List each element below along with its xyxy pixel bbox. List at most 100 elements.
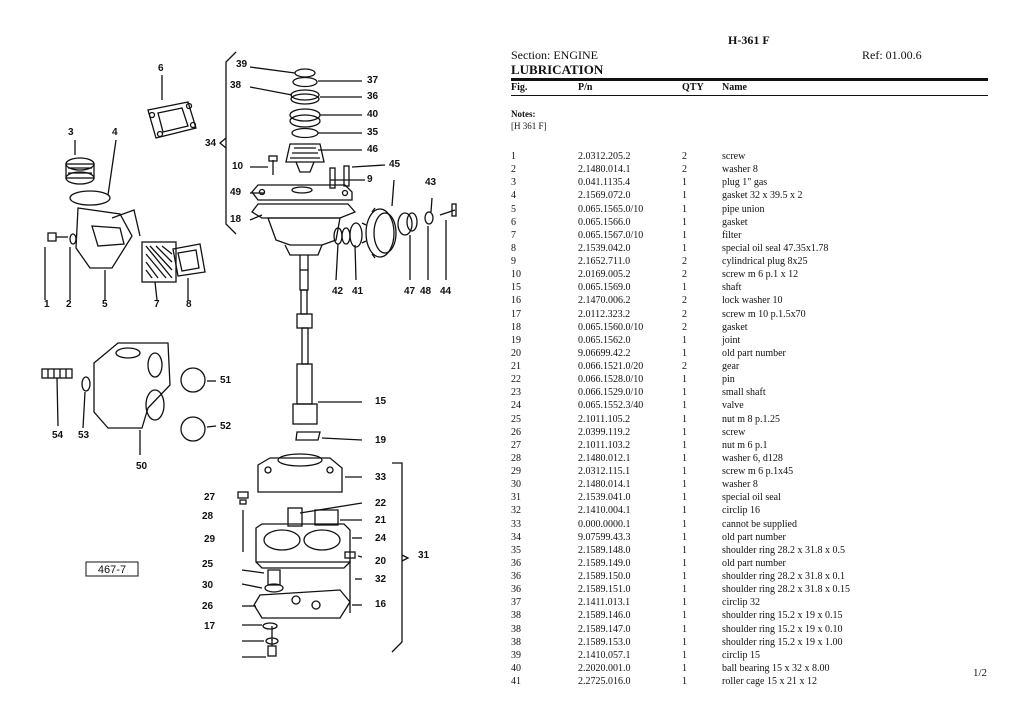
part-fig: 30 xyxy=(511,479,521,491)
part-name: old part number xyxy=(722,557,786,569)
part-fig: 34 xyxy=(511,531,521,543)
part-qty: 1 xyxy=(682,531,687,543)
part-fig: 25 xyxy=(511,413,521,425)
part-name: shoulder ring 28.2 x 31.8 x 0.1 xyxy=(722,571,846,582)
part-callout-label: 27 xyxy=(204,492,216,503)
part-fig: 27 xyxy=(511,439,521,451)
part-callout-label: 35 xyxy=(367,127,379,138)
part-callout-label: 51 xyxy=(220,375,232,386)
part-fig: 38 xyxy=(511,610,521,622)
part-qty: 2 xyxy=(682,256,687,267)
part-qty: 1 xyxy=(682,623,687,635)
part-name: gasket xyxy=(722,321,748,333)
part-name: special oil seal 47.35x1.78 xyxy=(722,242,829,254)
part-fig: 20 xyxy=(511,347,521,359)
part-fig: 10 xyxy=(511,269,521,281)
part-fig: 7 xyxy=(511,229,516,241)
part-qty: 1 xyxy=(682,505,687,517)
part-callout-label: 34 xyxy=(205,138,217,149)
part-callout-label: 6 xyxy=(158,63,164,74)
part-name: washer 6, d128 xyxy=(722,452,783,464)
part-callout-label: 31 xyxy=(418,550,430,561)
part-callout-label: 38 xyxy=(230,80,242,91)
part-qty: 2 xyxy=(682,151,687,162)
part-callout-label: 47 xyxy=(404,286,416,297)
part-number: 2.1411.013.1 xyxy=(578,597,631,609)
part-callout-label: 36 xyxy=(367,91,379,102)
part-name: screw m 6 p.1x45 xyxy=(722,466,794,477)
column-header-qty: QTY xyxy=(682,82,704,93)
part-qty: 1 xyxy=(682,479,687,491)
part-fig: 33 xyxy=(511,518,521,530)
part-qty: 2 xyxy=(682,308,687,320)
part-fig: 4 xyxy=(511,190,516,202)
part-qty: 2 xyxy=(682,361,687,372)
part-number: 2.1539.041.0 xyxy=(578,492,631,504)
part-name: washer 8 xyxy=(722,164,758,176)
part-callout-label: 41 xyxy=(352,286,364,297)
part-name: plug 1" gas xyxy=(722,177,768,189)
part-fig: 37 xyxy=(511,597,521,609)
part-fig: 9 xyxy=(511,256,516,267)
part-number: 2.0112.323.2 xyxy=(578,308,631,320)
part-number: 2.1569.072.0 xyxy=(578,190,631,202)
part-qty: 1 xyxy=(682,466,687,477)
part-callout-label: 48 xyxy=(420,286,432,297)
part-callout-label: 8 xyxy=(186,299,192,310)
part-fig: 32 xyxy=(511,505,521,517)
part-name: screw xyxy=(722,151,746,162)
part-number: 0.065.1560.0/10 xyxy=(578,321,644,333)
part-qty: 1 xyxy=(682,426,687,438)
part-qty: 1 xyxy=(682,400,687,412)
part-callout-label: 4 xyxy=(112,127,118,138)
part-fig: 28 xyxy=(511,452,521,464)
part-number: 0.065.1566.0 xyxy=(578,216,631,228)
section-label: Section: ENGINE xyxy=(511,48,598,62)
part-qty: 1 xyxy=(682,347,687,359)
part-qty: 1 xyxy=(682,439,687,451)
part-qty: 1 xyxy=(682,610,687,622)
part-name: shoulder ring 28.2 x 31.8 x 0.5 xyxy=(722,544,846,556)
part-name: valve xyxy=(722,400,744,412)
part-fig: 36 xyxy=(511,571,521,582)
heading-rule xyxy=(511,78,988,81)
part-name: joint xyxy=(722,334,741,346)
part-number: 2.1480.014.1 xyxy=(578,164,631,176)
part-callout-label: 32 xyxy=(375,574,387,585)
part-callout-label: 3 xyxy=(68,127,74,138)
part-callout-label: 44 xyxy=(440,286,452,297)
part-name: filter xyxy=(722,229,742,241)
part-callout-label: 45 xyxy=(389,159,401,170)
part-callout-label: 2 xyxy=(66,299,72,310)
part-qty: 1 xyxy=(682,413,687,425)
section-heading: LUBRICATION xyxy=(511,62,604,77)
document-title: H-361 F xyxy=(728,33,770,47)
part-callout-label: 16 xyxy=(375,599,387,610)
part-callout-label: 30 xyxy=(202,580,214,591)
part-number: 2.0312.205.2 xyxy=(578,151,631,162)
part-fig: 31 xyxy=(511,492,521,504)
part-name: screw xyxy=(722,426,746,438)
part-name: shoulder ring 15.2 x 19 x 1.00 xyxy=(722,636,843,648)
part-name: nut m 8 p.1.25 xyxy=(722,413,781,425)
part-qty: 1 xyxy=(682,229,687,241)
part-name: circlip 15 xyxy=(722,649,761,661)
part-callout-label: 40 xyxy=(367,109,379,120)
part-name: gasket xyxy=(722,216,748,228)
part-name: roller cage 15 x 21 x 12 xyxy=(722,676,817,687)
